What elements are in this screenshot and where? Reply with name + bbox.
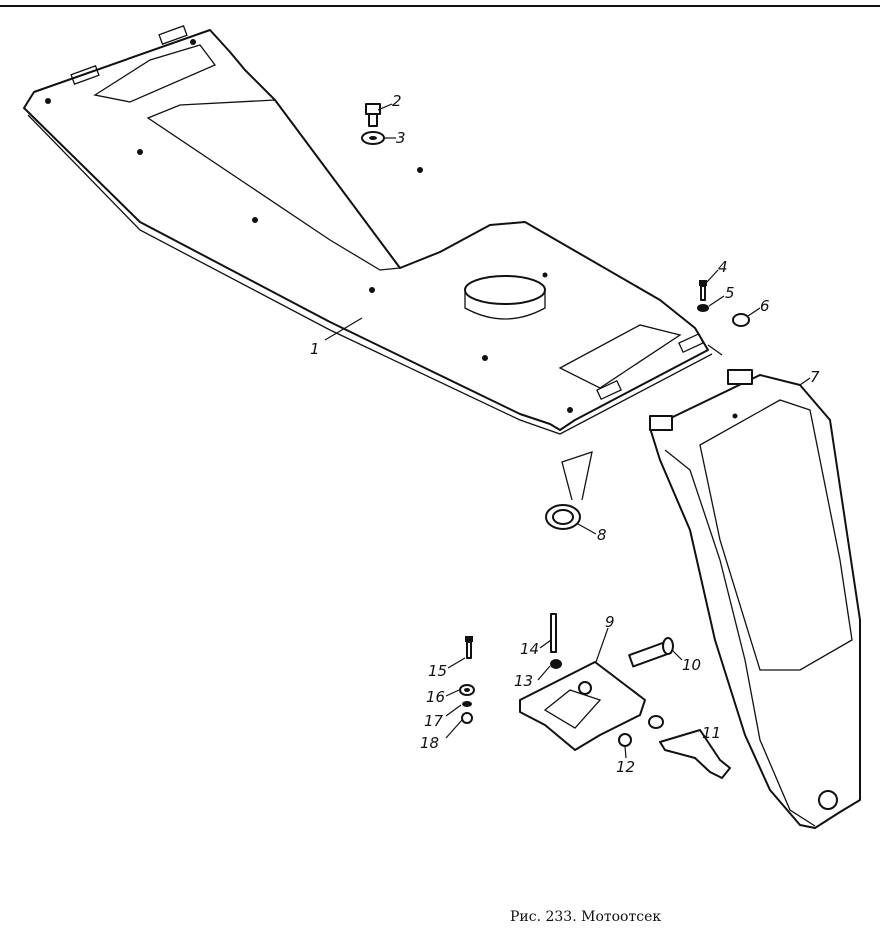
exploded-parts-diagram: 1 2 3 4 5 6 7 8 9 10 11 12 13 14 15 16 1… (23, 25, 861, 829)
part-14-stud (550, 613, 557, 653)
part-13-nut (550, 659, 562, 669)
callout-2: 2 (392, 92, 402, 110)
callout-6: 6 (760, 297, 770, 315)
callout-9: 9 (605, 613, 615, 631)
part-17-lock-washer (462, 701, 472, 707)
callout-16: 16 (426, 688, 445, 706)
callout-15: 15 (428, 662, 447, 680)
callout-4: 4 (718, 258, 728, 276)
part-16-washer (459, 684, 475, 696)
callout-14: 14 (520, 640, 539, 658)
part-7-side-cover (649, 369, 861, 829)
part-18-nut (461, 712, 473, 724)
part-2-bolt (365, 103, 381, 127)
callout-7: 7 (810, 368, 820, 386)
figure-caption: Рис. 233. Мотоотсек (510, 909, 662, 925)
leader-lines (324, 103, 811, 759)
callout-1: 1 (310, 340, 320, 358)
callout-8: 8 (597, 526, 607, 544)
part-9-bracket (519, 661, 646, 751)
part-5-lock-washer (697, 304, 709, 312)
callout-12: 12 (616, 758, 635, 776)
part-10-pin (628, 637, 674, 668)
callout-10: 10 (682, 656, 701, 674)
part-4-screw (699, 280, 707, 301)
callout-18: 18 (420, 734, 439, 752)
part-6-plug (732, 313, 750, 327)
callout-11: 11 (702, 724, 721, 742)
part-12-nut (618, 715, 664, 747)
top-border-line (0, 5, 880, 7)
callout-3: 3 (396, 129, 406, 147)
callout-17: 17 (424, 712, 444, 730)
part-15-screw (465, 636, 473, 659)
callout-5: 5 (725, 284, 735, 302)
part-11-handle (659, 729, 731, 779)
part-1-floor-panel (23, 25, 723, 435)
callout-13: 13 (514, 672, 533, 690)
part-8-torsion-spring (545, 451, 593, 530)
part-3-washer (361, 131, 385, 145)
